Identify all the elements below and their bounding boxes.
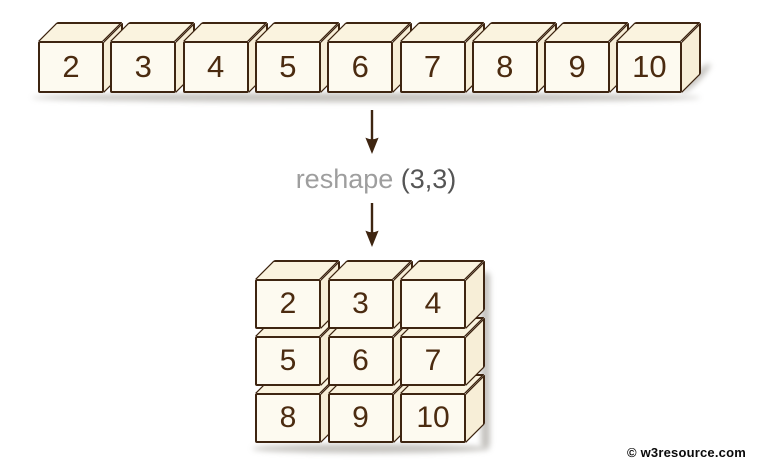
cube-front-face: 2 [255, 279, 321, 329]
cube-value: 5 [279, 49, 297, 84]
cube-front-face: 6 [327, 41, 394, 93]
grid-right-shadow [481, 272, 490, 448]
cube: 2 [255, 260, 340, 329]
cube: 10 [616, 22, 702, 93]
cube: 9 [544, 22, 630, 93]
cube-value: 7 [423, 49, 442, 84]
cube-value: 8 [496, 49, 514, 84]
cube-front-face: 3 [327, 279, 394, 329]
cube-value: 6 [351, 49, 369, 84]
cube: 4 [182, 22, 268, 93]
cube-value: 4 [424, 287, 442, 320]
cube: 3 [327, 260, 413, 329]
cube-front-face: 4 [400, 279, 466, 329]
cube-front-face: 7 [399, 41, 466, 93]
cube-front-face: 9 [544, 41, 611, 93]
cube-value: 5 [279, 344, 297, 377]
watermark: © w3resource.com [627, 445, 746, 460]
cube: 10 [400, 374, 485, 443]
cube-front-face: 2 [38, 41, 104, 93]
cube-front-face: 9 [327, 393, 394, 443]
cube: 8 [255, 374, 340, 443]
down-arrow-icon [365, 110, 379, 154]
reshape-label: reshape (3,3) [226, 163, 526, 195]
reshape-label-text: reshape [295, 164, 401, 194]
cube-front-face: 10 [616, 41, 683, 93]
cube-value: 10 [416, 401, 450, 434]
cube: 2 [38, 22, 123, 93]
cube-front-face: 5 [254, 41, 321, 93]
cube: 8 [471, 22, 557, 93]
cube: 6 [327, 317, 413, 386]
cube: 4 [400, 260, 485, 329]
cube-value: 3 [134, 49, 152, 84]
cube-front-face: 8 [255, 393, 321, 443]
cube-front-face: 8 [471, 41, 538, 93]
cube-front-face: 6 [327, 336, 394, 386]
cube-front-face: 7 [400, 336, 466, 386]
cube-value: 9 [352, 401, 369, 434]
cube: 5 [255, 317, 340, 386]
cube: 6 [327, 22, 413, 93]
watermark-text: © w3resource.com [627, 445, 746, 460]
cube-value: 4 [206, 49, 225, 84]
cube-value: 3 [352, 287, 369, 320]
cube-front-face: 5 [255, 336, 321, 386]
cube-value: 10 [632, 49, 667, 84]
cube-value: 2 [62, 49, 80, 84]
array-row-shadow [32, 93, 700, 102]
cube: 5 [254, 22, 340, 93]
cube-value: 9 [568, 49, 586, 84]
cube: 7 [399, 22, 485, 93]
cube: 7 [400, 317, 485, 386]
reshape-label-args: (3,3) [400, 164, 457, 194]
cube-value: 2 [279, 287, 297, 320]
cube-front-face: 10 [400, 393, 466, 443]
cube: 3 [110, 22, 196, 93]
cube-value: 7 [424, 344, 442, 377]
cube: 9 [327, 374, 413, 443]
grid-bottom-shadow [252, 444, 490, 453]
cube-value: 6 [352, 344, 369, 377]
cube-front-face: 4 [182, 41, 249, 93]
cube-front-face: 3 [110, 41, 177, 93]
cube-value: 8 [279, 401, 297, 434]
down-arrow-icon [365, 203, 379, 247]
